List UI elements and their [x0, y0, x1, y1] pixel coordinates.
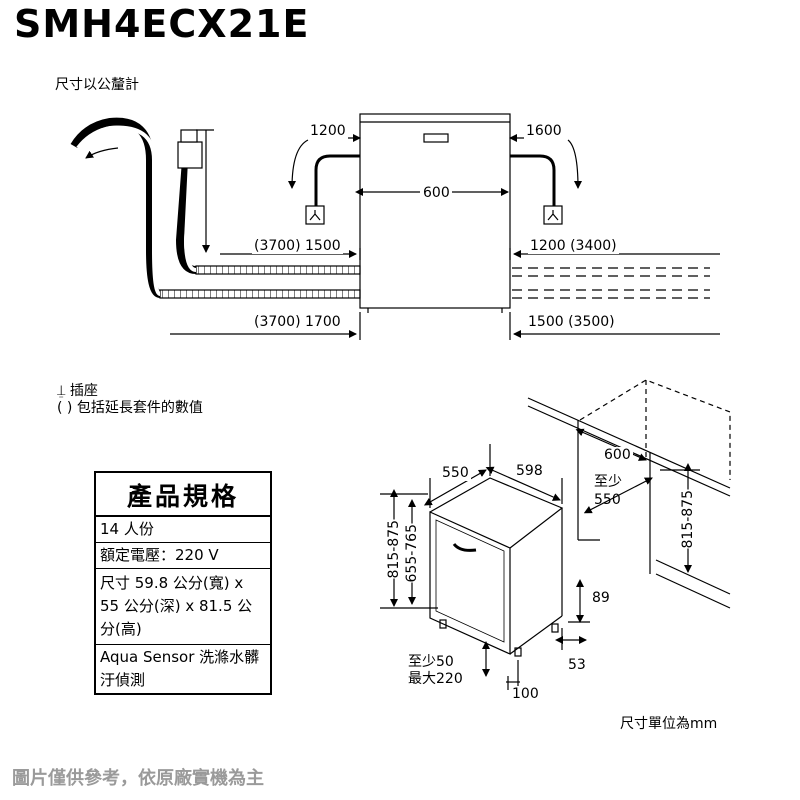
- socket-icon: ⍊: [57, 383, 66, 399]
- iso-view: [380, 379, 731, 690]
- dim-right-top: 1600: [524, 123, 564, 139]
- spec-row-size: 尺寸 59.8 公分(寬) x 55 公分(深) x 81.5 公分(高): [96, 569, 270, 645]
- spec-table: 產品規格 14 人份 額定電壓：220 V 尺寸 59.8 公分(寬) x 55…: [94, 471, 272, 695]
- top-view: [70, 113, 720, 340]
- unit-label: 尺寸單位為mm: [620, 716, 718, 732]
- dim-left-mid: (3700) 1500: [252, 238, 343, 254]
- dim-height-815-875-right: 815-875: [680, 490, 696, 549]
- dim-min-550: 550: [594, 492, 621, 508]
- dim-max-220: 最大220: [408, 671, 463, 687]
- legend-socket: ⍊ 插座: [57, 380, 98, 400]
- dim-right-bot: 1500 (3500): [526, 314, 617, 330]
- dim-left-top: 1200: [308, 123, 348, 139]
- legend-extension: ( ) 包括延長套件的數值: [57, 400, 203, 416]
- dim-598: 598: [514, 463, 545, 479]
- dim-right-mid: 1200 (3400): [528, 238, 619, 254]
- unit-note: 尺寸以公釐計: [55, 77, 139, 93]
- socket-label: 插座: [69, 383, 98, 399]
- dishwasher-front: [429, 511, 511, 655]
- dim-100: 100: [510, 686, 541, 702]
- spec-row-sensor: Aqua Sensor 洗滌水髒汙偵測: [100, 648, 260, 689]
- dim-left-bot: (3700) 1700: [252, 314, 343, 330]
- socket-left-icon: [305, 205, 325, 225]
- spec-row-voltage: 額定電壓：220 V: [96, 543, 270, 569]
- dim-min-50: 至少50: [408, 654, 454, 670]
- dim-min-label: 至少: [594, 474, 622, 490]
- socket-right-icon: [543, 205, 563, 225]
- dim-89: 89: [590, 590, 612, 606]
- spec-title: 產品規格: [96, 473, 270, 517]
- model-title: SMH4ECX21E: [14, 2, 310, 46]
- dishwasher-body-top: [359, 113, 511, 309]
- dim-height-655-765: 655-765: [404, 524, 420, 583]
- dim-600-niche: 600: [602, 447, 633, 463]
- disclaimer: 圖片僅供參考，依原廠實機為主: [12, 768, 264, 789]
- dim-height-815-875: 815-875: [386, 520, 402, 579]
- dim-550: 550: [440, 465, 471, 481]
- control-panel: [423, 133, 449, 143]
- spec-row-capacity: 14 人份: [96, 517, 270, 543]
- dim-width: 600: [421, 185, 452, 201]
- dim-53: 53: [566, 657, 588, 673]
